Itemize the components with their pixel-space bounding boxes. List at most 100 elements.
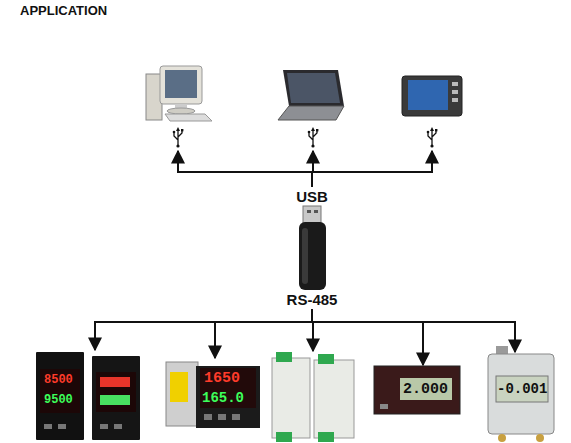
din-rail-module (318, 354, 334, 364)
hmi-panel (452, 98, 458, 102)
rs485-bus-wire (312, 322, 314, 351)
desktop-computer (146, 66, 212, 121)
usb-symbol (430, 127, 434, 131)
digital-pressure-meter (498, 434, 506, 442)
usb-symbol (308, 131, 311, 134)
usb-converter-stick (314, 210, 318, 213)
digital-pressure-meter (488, 354, 554, 434)
panel-meter (380, 404, 388, 409)
panel-meter (374, 366, 460, 414)
connector-group (312, 309, 515, 352)
temperature-controller (204, 414, 212, 420)
din-rail-module (276, 432, 292, 442)
usb-symbol (435, 129, 437, 131)
usb-symbol (316, 129, 318, 131)
usb-symbol (173, 131, 176, 134)
hmi-panel (408, 80, 448, 110)
usb-converter-stick (303, 206, 321, 223)
temperature-controller (232, 414, 240, 420)
connector-arrow (215, 309, 312, 358)
usb-symbol (427, 131, 430, 134)
desktop-computer (167, 108, 195, 114)
digital-pressure-meter (536, 434, 544, 442)
connector-group (312, 309, 423, 365)
usb-symbol (176, 144, 179, 147)
hmi-panel (402, 76, 462, 116)
usb-symbol (430, 144, 433, 147)
usb-bus-wire (311, 172, 313, 187)
digital-pressure-meter (488, 346, 554, 442)
hmi-panel (402, 76, 462, 116)
usb-bus-wire (431, 151, 433, 172)
panel-controller (92, 356, 140, 440)
din-rail-module (318, 432, 334, 442)
panel-controller (58, 424, 66, 429)
panel-controller (36, 352, 140, 440)
node-text: 9500 (44, 394, 73, 406)
device-node: 8500 9500 (35, 350, 140, 440)
temperature-controller (196, 366, 260, 428)
laptop-computer (287, 73, 340, 103)
laptop-computer (278, 106, 344, 120)
hmi-panel (452, 82, 458, 86)
desktop-computer (160, 66, 202, 104)
digital-pressure-meter (496, 376, 548, 402)
panel-controller (114, 424, 122, 429)
connector-arrow (95, 309, 312, 350)
panel-controller (36, 352, 84, 440)
usb-symbol (311, 144, 314, 147)
temperature-controller (218, 414, 226, 420)
node-text: -0.001 (497, 382, 547, 396)
usb-converter-stick (299, 222, 326, 290)
node-text: 165.0 (202, 391, 244, 405)
panel-controller (100, 377, 130, 387)
laptop-computer (278, 70, 344, 120)
usb-symbol (176, 127, 180, 131)
connector-arrow (312, 309, 423, 365)
connector-arrow (312, 309, 515, 352)
converter-node: USB RS-485 (272, 189, 352, 309)
temperature-controller (166, 362, 198, 426)
usb-bus-wire (177, 171, 433, 173)
desktop-computer (165, 70, 197, 98)
connector-group (95, 309, 312, 350)
panel-controller (40, 369, 80, 413)
device-node: -0.001 (487, 352, 555, 437)
node-text: 1650 (204, 371, 240, 386)
usb-converter-stick (299, 206, 326, 290)
usb-bus-wire (312, 151, 314, 172)
panel-meter (374, 366, 460, 414)
node-text: 2.000 (403, 382, 448, 397)
usb-symbol (181, 129, 183, 131)
usb-converter-stick (307, 210, 311, 213)
usb-bus-wire (177, 151, 179, 172)
node-text: 8500 (44, 374, 73, 386)
temperature-controller (166, 362, 260, 428)
usb-symbol (311, 127, 315, 131)
panel-controller (100, 424, 108, 429)
usb-symbol (173, 127, 184, 148)
laptop-computer (283, 70, 344, 106)
rs485-bus-wire (312, 322, 314, 351)
usb-converter-stick (302, 228, 308, 284)
temperature-controller (170, 372, 188, 402)
device-node: 1650 165.0 (165, 358, 260, 430)
node-text: USB (272, 189, 352, 204)
diagram-title: APPLICATION (20, 3, 107, 18)
temperature-controller (200, 368, 256, 408)
device-node: 2.000 (373, 365, 460, 415)
usb-symbol (427, 127, 438, 148)
din-rail-module (272, 358, 310, 438)
node-text: RS-485 (272, 292, 352, 307)
connector-group (215, 309, 312, 358)
usb-symbol (308, 127, 319, 148)
din-rail-module (276, 352, 292, 362)
din-rail-module (314, 360, 354, 438)
hmi-panel (452, 90, 458, 94)
panel-meter (400, 378, 452, 400)
panel-controller (44, 424, 52, 429)
